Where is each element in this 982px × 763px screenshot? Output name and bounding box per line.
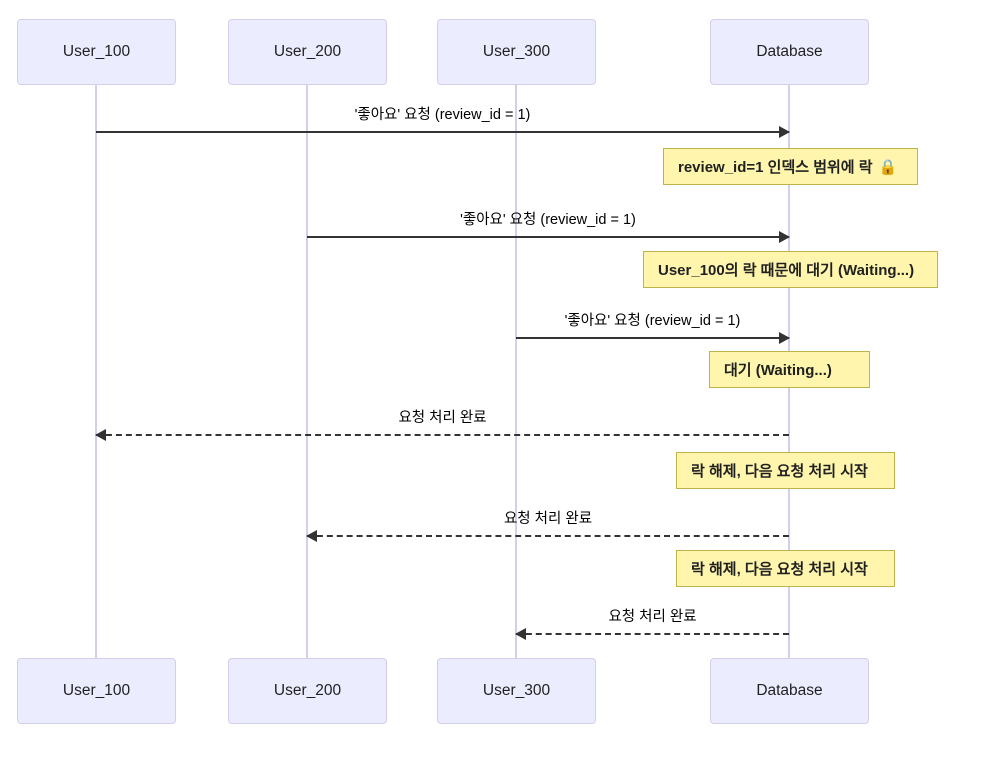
lifeline-user100 <box>95 85 97 658</box>
actor-label-database: Database <box>756 682 823 699</box>
actor-box-user100-bottom[interactable]: User_100 <box>17 658 176 724</box>
note-n4: 락 해제, 다음 요청 처리 시작 <box>676 452 895 489</box>
arrowhead-left-icon <box>306 530 317 542</box>
arrowhead-right-icon <box>779 332 790 344</box>
lock-icon: 🔒 <box>878 158 898 176</box>
actor-label-user200: User_200 <box>273 682 342 699</box>
actor-label-user200: User_200 <box>273 43 342 60</box>
message-line-m5 <box>307 535 789 537</box>
note-text-n3: 대기 (Waiting...) <box>724 362 832 379</box>
message-line-m6 <box>516 633 789 635</box>
note-n5: 락 해제, 다음 요청 처리 시작 <box>676 550 895 587</box>
message-line-m1 <box>96 131 789 133</box>
actor-box-database-top[interactable]: Database <box>710 19 869 85</box>
note-text-n4: 락 해제, 다음 요청 처리 시작 <box>691 463 868 480</box>
note-n2: User_100의 락 때문에 대기 (Waiting...) <box>643 251 938 288</box>
actor-box-database-bottom[interactable]: Database <box>710 658 869 724</box>
actor-box-user300-bottom[interactable]: User_300 <box>437 658 596 724</box>
note-text-n1: review_id=1 인덱스 범위에 락 <box>678 159 873 176</box>
message-label-m6: 요청 처리 완료 <box>608 609 697 625</box>
actor-label-database: Database <box>756 43 823 60</box>
message-line-m3 <box>516 337 789 339</box>
note-text-n5: 락 해제, 다음 요청 처리 시작 <box>691 561 868 578</box>
actor-label-user100: User_100 <box>62 43 131 60</box>
message-label-m3: '좋아요' 요청 (review_id = 1) <box>564 313 741 329</box>
arrowhead-left-icon <box>95 429 106 441</box>
message-line-m2 <box>307 236 789 238</box>
actor-box-user100-top[interactable]: User_100 <box>17 19 176 85</box>
note-n1: review_id=1 인덱스 범위에 락 🔒 <box>663 148 918 185</box>
actor-label-user100: User_100 <box>62 682 131 699</box>
actor-box-user300-top[interactable]: User_300 <box>437 19 596 85</box>
message-line-m4 <box>96 434 789 436</box>
note-text-n2: User_100의 락 때문에 대기 (Waiting...) <box>658 262 915 279</box>
message-label-m2: '좋아요' 요청 (review_id = 1) <box>460 212 636 228</box>
actor-box-user200-top[interactable]: User_200 <box>228 19 387 85</box>
lifeline-user200 <box>306 85 308 658</box>
note-n3: 대기 (Waiting...) <box>709 351 870 388</box>
actor-label-user300: User_300 <box>482 43 551 60</box>
actor-box-user200-bottom[interactable]: User_200 <box>228 658 387 724</box>
message-label-m4: 요청 처리 완료 <box>398 410 487 426</box>
message-label-m1: '좋아요' 요청 (review_id = 1) <box>354 107 531 123</box>
lifeline-user300 <box>515 85 517 658</box>
arrowhead-right-icon <box>779 126 790 138</box>
message-label-m5: 요청 처리 완료 <box>503 511 593 527</box>
arrowhead-right-icon <box>779 231 790 243</box>
actor-label-user300: User_300 <box>482 682 551 699</box>
arrowhead-left-icon <box>515 628 526 640</box>
